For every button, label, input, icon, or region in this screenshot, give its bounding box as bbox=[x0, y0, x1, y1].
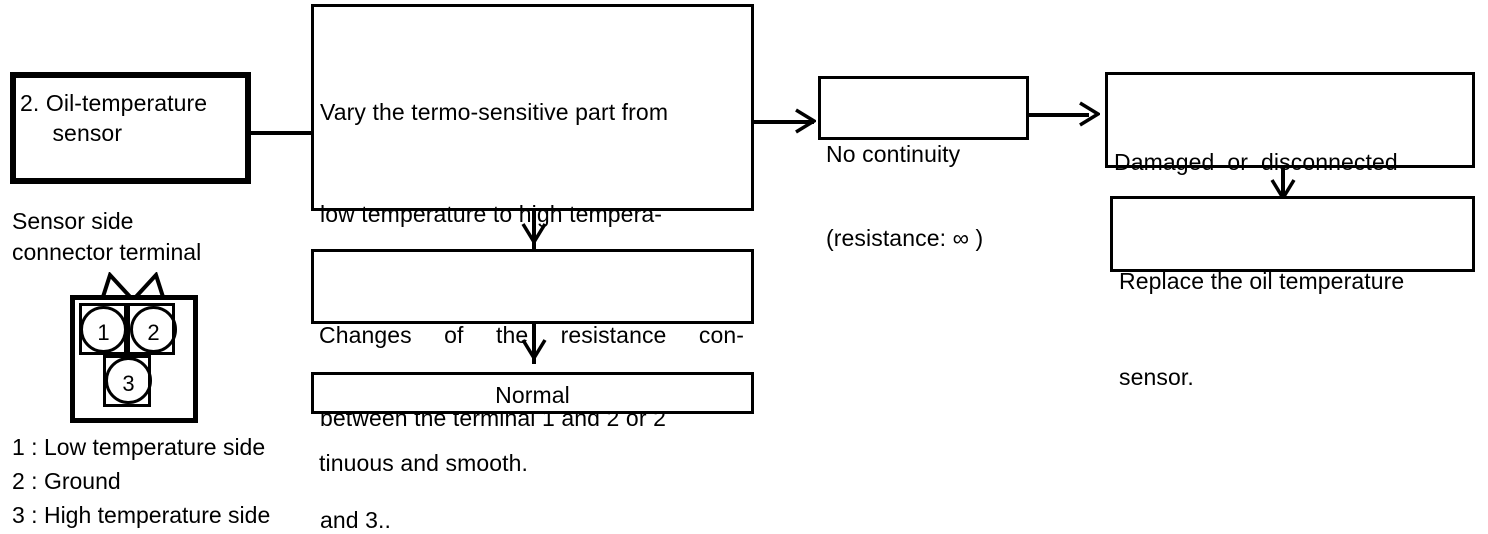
connector-pin-2-number: 2 bbox=[147, 320, 160, 345]
sensor-side-caption-line1: Sensor side bbox=[12, 208, 134, 234]
connector-box1-to-main bbox=[250, 131, 312, 135]
damaged-wiring-line1: Damaged or disconnected bbox=[1114, 149, 1398, 175]
legend-item-3: 3 : High temperature side bbox=[12, 502, 271, 528]
no-continuity-box bbox=[818, 76, 1029, 140]
normal-box bbox=[311, 372, 754, 414]
normal-label: Normal bbox=[495, 382, 570, 408]
arrow-line-main-to-no-continuity bbox=[754, 120, 814, 124]
main-instruction-line2: low temperature to high tempera- bbox=[320, 201, 662, 227]
no-continuity-line2: (resistance: ∞ ) bbox=[826, 225, 984, 251]
no-continuity-text: No continuity (resistance: ∞ ) bbox=[826, 84, 1026, 308]
arrow-line-resistance-ok-to-normal bbox=[532, 324, 536, 364]
sensor-side-caption-line2: connector terminal bbox=[12, 239, 202, 265]
main-instruction-box bbox=[311, 4, 754, 211]
connector-pin-1-number: 1 bbox=[97, 320, 110, 345]
replace-sensor-box bbox=[1110, 196, 1475, 272]
resistance-ok-text: Changes of the resistance con- tinuous a… bbox=[319, 255, 744, 534]
main-instruction-line5: and 3.. bbox=[320, 507, 392, 533]
replace-sensor-line2: sensor. bbox=[1119, 364, 1194, 390]
arrowhead-resistance-ok-to-normal bbox=[521, 339, 547, 360]
connector-pin-3: 3 bbox=[105, 357, 152, 404]
no-continuity-line1: No continuity bbox=[826, 141, 961, 167]
legend-item-1: 1 : Low temperature side bbox=[12, 434, 266, 460]
legend-item-2: 2 : Ground bbox=[12, 468, 121, 494]
resistance-ok-box bbox=[311, 249, 754, 324]
arrow-line-no-continuity-to-damaged bbox=[1029, 113, 1089, 117]
arrow-line-damaged-to-replace bbox=[1281, 168, 1285, 202]
damaged-wiring-box bbox=[1105, 72, 1475, 168]
oil-temperature-sensor-label: 2. Oil-temperature sensor bbox=[20, 90, 208, 146]
arrowhead-main-to-no-continuity bbox=[795, 108, 816, 134]
arrowhead-main-to-resistance-ok bbox=[521, 223, 547, 244]
connector-pin-3-number: 3 bbox=[122, 371, 135, 396]
connector-pin-2: 2 bbox=[130, 306, 177, 353]
resistance-ok-line2: tinuous and smooth. bbox=[319, 450, 529, 476]
connector-pin-1: 1 bbox=[80, 306, 127, 353]
arrowhead-no-continuity-to-damaged bbox=[1079, 101, 1100, 127]
main-instruction-line1: Vary the termo-sensitive part from bbox=[320, 99, 669, 125]
oil-temperature-sensor-box bbox=[10, 72, 251, 184]
arrow-line-main-to-resistance-ok bbox=[532, 211, 536, 249]
replace-sensor-text: Replace the oil temperature sensor. bbox=[1119, 201, 1469, 457]
resistance-ok-line1: Changes of the resistance con- bbox=[319, 322, 744, 348]
replace-sensor-line1: Replace the oil temperature bbox=[1119, 268, 1405, 294]
